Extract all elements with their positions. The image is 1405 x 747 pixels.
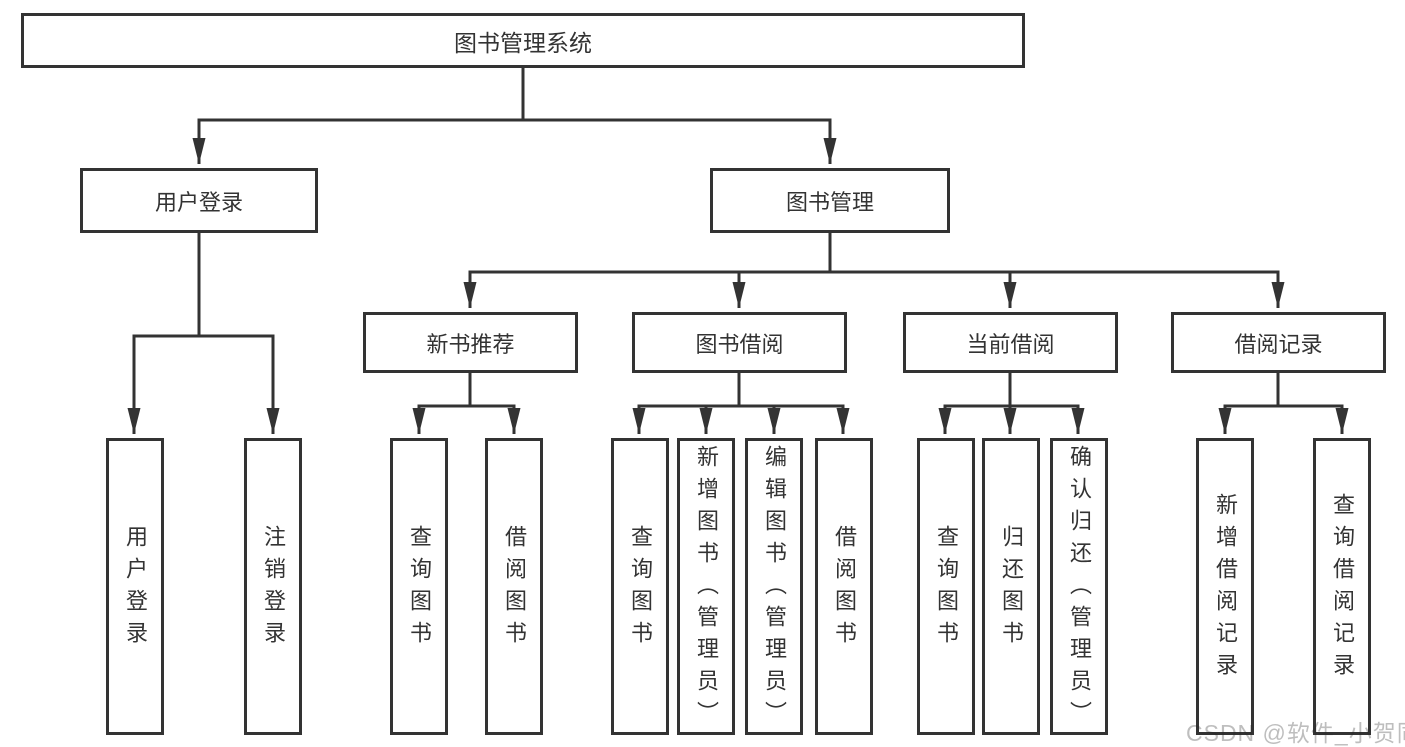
leaf-br-add-record: 新增借阅记录	[1196, 438, 1254, 735]
node-root-system: 图书管理系统	[21, 13, 1025, 68]
leaf-bb-add-books-admin: 新增图书（管理员）	[677, 438, 735, 735]
connector-book-borrow-children	[632, 373, 850, 434]
leaf-nbr-borrow-books: 借阅图书	[485, 438, 543, 735]
node-borrow-records: 借阅记录	[1171, 312, 1386, 373]
leaf-user-login: 用户登录	[106, 438, 164, 735]
connector-borrow-records-children	[1218, 373, 1349, 434]
node-current-borrow: 当前借阅	[903, 312, 1118, 373]
leaf-nbr-query-books: 查询图书	[390, 438, 448, 735]
leaf-bb-edit-books-admin: 编辑图书（管理员）	[745, 438, 803, 735]
connector-book-management-children	[463, 233, 1285, 308]
node-new-book-recommend: 新书推荐	[363, 312, 578, 373]
node-book-borrow: 图书借阅	[632, 312, 847, 373]
connector-user-login-children	[127, 233, 280, 434]
leaf-bb-query-books: 查询图书	[611, 438, 669, 735]
connector-new-book-recommend-children	[412, 373, 521, 434]
connector-current-borrow-children	[938, 373, 1085, 434]
node-book-management: 图书管理	[710, 168, 950, 233]
node-user-login: 用户登录	[80, 168, 318, 233]
csdn-watermark: CSDN @软件_小贺同学	[1186, 720, 1405, 746]
leaf-cb-confirm-return-admin: 确认归还（管理员）	[1050, 438, 1108, 735]
leaf-cb-query-books: 查询图书	[917, 438, 975, 735]
leaf-br-query-record: 查询借阅记录	[1313, 438, 1371, 735]
leaf-logout: 注销登录	[244, 438, 302, 735]
connector-root-to-level2	[192, 68, 837, 164]
leaf-cb-return-books: 归还图书	[982, 438, 1040, 735]
leaf-bb-borrow-books: 借阅图书	[815, 438, 873, 735]
